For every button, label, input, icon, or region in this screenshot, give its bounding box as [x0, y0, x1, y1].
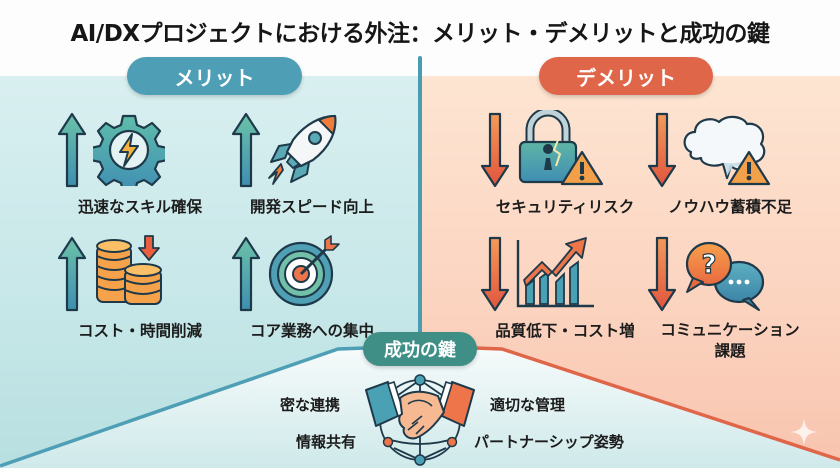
gear-lightning-icon [93, 114, 165, 186]
down-arrow-icon [480, 112, 510, 188]
merit-label: 迅速なスキル確保 [77, 198, 202, 216]
demerit-label-line1: コミュニケーション [660, 321, 800, 339]
up-arrow-icon [57, 112, 87, 188]
down-arrow-icon [647, 236, 677, 312]
success-keys-header: 成功の鍵 [363, 332, 477, 366]
coin-stack-icon [96, 235, 162, 305]
success-key-info-sharing: 情報共有 [296, 433, 357, 451]
demerit-label: セキュリティリスク [495, 198, 635, 216]
up-arrow-icon [231, 236, 261, 312]
merits-header: メリット [127, 57, 302, 95]
success-key-management: 適切な管理 [490, 396, 566, 414]
page-title: AI/DXプロジェクトにおける外注：メリット・デメリットと成功の鍵 [0, 0, 840, 62]
speech-bubbles-icon: ? [685, 241, 765, 311]
merit-item-speed: 開発スピード向上 [227, 108, 397, 216]
bar-chart-rising-icon [516, 237, 594, 308]
up-arrow-icon [57, 236, 87, 312]
brain-cloud-warning-icon [683, 115, 771, 186]
down-arrow-icon [647, 112, 677, 188]
merit-label: 開発スピード向上 [249, 198, 374, 216]
demerit-item-communication: ? コミュニケーション 課題 [645, 232, 815, 360]
target-icon [268, 235, 340, 307]
sparkle-icon [790, 418, 818, 446]
rocket-icon [268, 114, 337, 185]
demerit-item-quality: 品質低下・コスト増 [480, 232, 650, 340]
broken-padlock-warning-icon [518, 110, 604, 186]
demerit-label: ノウハウ蓄積不足 [667, 198, 792, 216]
down-arrow-icon [480, 236, 510, 312]
demerit-item-security: セキュリティリスク [480, 108, 650, 216]
svg-text:?: ? [701, 250, 716, 280]
up-arrow-icon [231, 112, 261, 188]
demerit-label: コミュニケーション 課題 [625, 320, 835, 362]
success-key-collaboration: 密な連携 [280, 396, 341, 414]
demerit-label-line2: 課題 [714, 342, 746, 360]
merit-item-cost: コスト・時間削減 [55, 232, 225, 340]
success-key-partnership: パートナーシップ姿勢 [474, 433, 624, 451]
panel-divider [418, 56, 422, 346]
merit-item-focus: コア業務への集中 [227, 232, 397, 340]
handshake-network-icon [365, 374, 475, 466]
merit-item-skill: 迅速なスキル確保 [55, 108, 225, 216]
demerit-label: 品質低下・コスト増 [495, 322, 635, 340]
demerit-item-knowhow: ノウハウ蓄積不足 [645, 108, 815, 216]
merit-label: コスト・時間削減 [77, 322, 202, 340]
demerits-header: デメリット [539, 57, 713, 95]
merit-label: コア業務への集中 [249, 322, 374, 340]
